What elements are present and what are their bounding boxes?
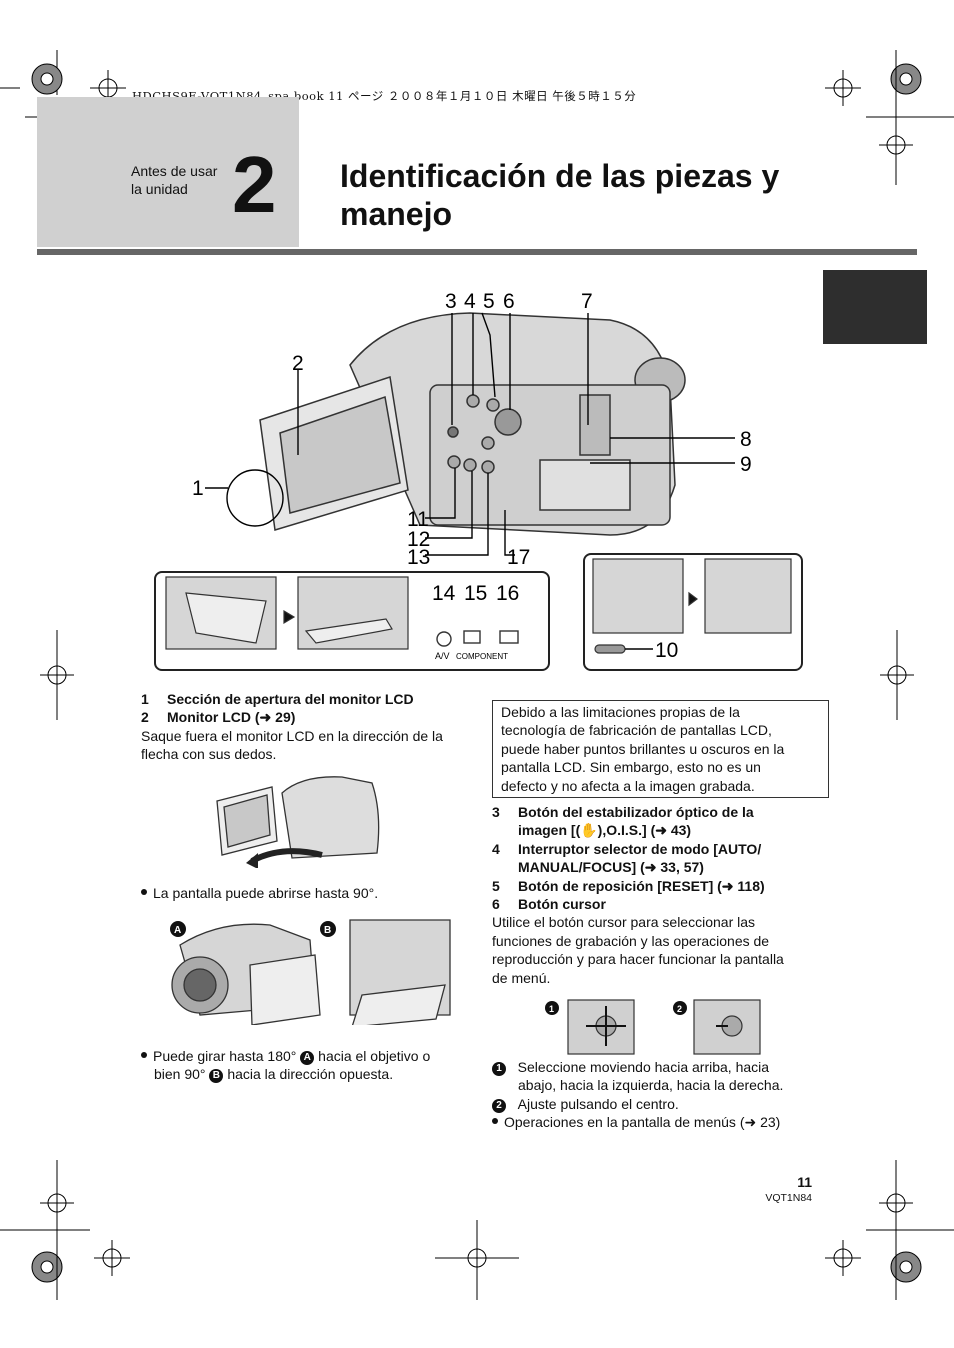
callout-7: 7 (581, 290, 593, 313)
step1-marker-fig: 1 (549, 1004, 554, 1014)
page-title: Identificación de las piezas y manejo (340, 158, 780, 232)
callout-10: 10 (655, 639, 678, 662)
callout-9: 9 (740, 453, 752, 476)
section-label: Antes de usar la unidad (131, 163, 218, 197)
marker-a: A (174, 925, 181, 936)
callout-6: 6 (503, 290, 515, 313)
cover-inset-art: 10 (592, 558, 792, 662)
callout-15: 15 (464, 582, 487, 605)
callout-13: 13 (407, 546, 430, 569)
jack-inset-art: 14 15 16 A/V COMPONENT (165, 576, 519, 661)
hand-shake-icon: (✋) (575, 822, 603, 839)
step2-marker: 2 (492, 1098, 506, 1113)
bullet-icon (141, 1052, 147, 1058)
cursor-steps: 1 Seleccione moviendo hacia arriba, haci… (492, 1058, 822, 1132)
chapter-tab (823, 270, 927, 344)
marker-b: B (324, 925, 331, 936)
lcd-open-illustration (216, 776, 380, 868)
callout-4: 4 (464, 290, 476, 313)
title-rule (37, 249, 917, 255)
callout-16: 16 (496, 582, 519, 605)
step1-marker: 1 (492, 1062, 506, 1076)
component-label: COMPONENT (456, 652, 508, 661)
callout-2: 2 (292, 352, 304, 375)
page-number: 11 (797, 1174, 812, 1190)
bullet-rotate: Puede girar hasta 180° A hacia el objeti… (141, 1047, 471, 1084)
lcd-note-box: Debido a las limitaciones propias de la … (492, 700, 829, 799)
callout-8: 8 (740, 428, 752, 451)
circled-a: A (300, 1051, 315, 1065)
callout-17: 17 (507, 546, 530, 569)
callout-5: 5 (483, 290, 495, 313)
bullet-icon (141, 889, 147, 895)
step2-marker-fig: 2 (677, 1004, 682, 1014)
bullet-icon (492, 1118, 498, 1125)
callout-3: 3 (445, 290, 457, 313)
page-code: VQT1N84 (765, 1192, 812, 1204)
bullet-open-90: La pantalla puede abrirse hasta 90°. (141, 884, 471, 902)
lcd-rotate-illustration: A B (170, 919, 451, 1025)
camera-illustration: 2 1 3 4 5 6 7 8 9 11 12 13 17 (192, 290, 752, 569)
callout-12: 12 (407, 528, 430, 551)
callout-1: 1 (192, 477, 204, 500)
callout-14: 14 (432, 582, 456, 605)
cursor-button-illustration: 1 2 (545, 999, 761, 1055)
section-number: 2 (232, 140, 277, 229)
circled-b: B (209, 1069, 224, 1084)
av-label: A/V (435, 651, 450, 661)
section-box (37, 97, 299, 247)
callout-11: 11 (407, 508, 429, 531)
